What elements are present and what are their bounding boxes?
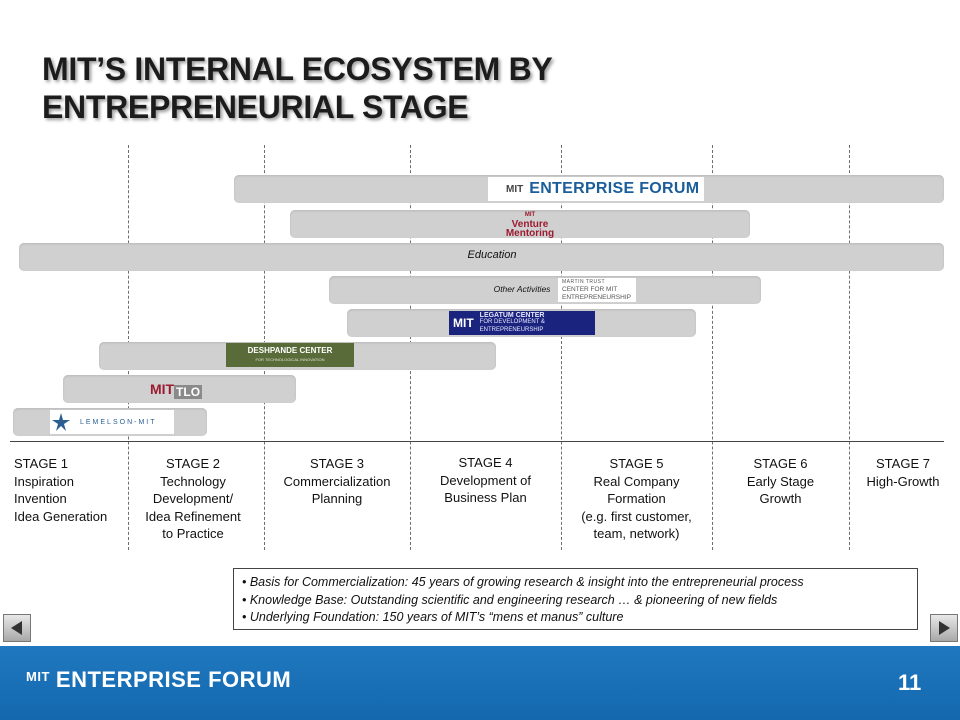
stage-4-line: Development of xyxy=(439,472,532,488)
legatum-logo: MIT LEGATUM CENTER FOR DEVELOPMENT & ENT… xyxy=(449,311,595,335)
stage-2-line: Development/ xyxy=(152,491,234,506)
footer-logo: MIT ENTERPRISE FORUM xyxy=(26,667,291,693)
stage-divider xyxy=(712,145,713,550)
stage-3-line: Planning xyxy=(311,491,363,506)
page-number: 11 xyxy=(898,670,922,695)
next-slide-button[interactable] xyxy=(930,614,958,642)
lemelson-star-icon xyxy=(50,411,72,433)
venture-mentoring-logo: MIT Venture Mentoring xyxy=(498,209,562,240)
page-title: MIT’S INTERNAL ECOSYSTEM BY ENTREPRENEUR… xyxy=(42,51,552,125)
vms-venture-text: Venture xyxy=(511,219,549,230)
footer-bar xyxy=(0,646,960,720)
martin-trust-line3: ENTREPRENEURSHIP xyxy=(562,293,631,301)
stage-1-line: Invention xyxy=(14,491,67,506)
stage-2-title: STAGE 2 xyxy=(166,456,220,471)
mit-mark: MIT xyxy=(506,183,524,195)
legatum-text: LEGATUM CENTER FOR DEVELOPMENT & ENTREPR… xyxy=(480,312,545,335)
stage-5-line: team, network) xyxy=(593,526,680,541)
stage-7-title: STAGE 7 xyxy=(876,456,930,471)
stage-3-title: STAGE 3 xyxy=(310,456,364,471)
stage-1-line: Idea Generation xyxy=(14,508,108,524)
legatum-line3: ENTREPRENEURSHIP xyxy=(479,326,544,333)
stage-3: STAGE 3 Commercialization Planning xyxy=(268,455,406,508)
enterprise-forum-text: ENTERPRISE FORUM xyxy=(529,180,700,197)
stage-1-title: STAGE 1 xyxy=(14,456,68,471)
stage-5-line: (e.g. first customer, xyxy=(581,508,692,524)
stage-2-line: to Practice xyxy=(162,526,224,541)
legatum-line1: LEGATUM CENTER xyxy=(479,311,545,319)
bullet-item: • Knowledge Base: Outstanding scientific… xyxy=(242,592,778,607)
stage-2-line: Technology xyxy=(160,473,226,489)
education-label: Education xyxy=(467,249,517,261)
triangle-left-icon xyxy=(11,621,22,635)
triangle-right-icon xyxy=(939,621,950,635)
legatum-line2: FOR DEVELOPMENT & xyxy=(479,319,545,326)
enterprise-forum-logo: MIT ENTERPRISE FORUM xyxy=(488,177,704,201)
martin-trust-logo: MARTIN TRUST CENTER FOR MIT ENTREPRENEUR… xyxy=(558,278,636,302)
bullet-item: • Basis for Commercialization: 45 years … xyxy=(242,575,804,589)
stage-4-line: Business Plan xyxy=(444,490,527,505)
other-activities-bar xyxy=(329,276,761,304)
stage-4: STAGE 4 Development of Business Plan xyxy=(414,454,557,507)
stage-1: STAGE 1 Inspiration Invention Idea Gener… xyxy=(14,455,107,525)
deshpande-logo: DESHPANDE CENTER FOR TECHNOLOGICAL INNOV… xyxy=(226,343,354,367)
stage-divider xyxy=(561,145,562,550)
lemelson-name: LEMELSON-MIT xyxy=(80,418,157,426)
stage-2-line: Idea Refinement xyxy=(145,508,241,524)
martin-trust-line1: MARTIN TRUST xyxy=(562,278,606,285)
stage-divider xyxy=(849,145,850,550)
footer-forum-name: ENTERPRISE FORUM xyxy=(55,667,292,692)
prev-slide-button[interactable] xyxy=(3,614,31,642)
stage-5: STAGE 5 Real Company Formation (e.g. fir… xyxy=(565,455,708,543)
foundation-bullets: • Basis for Commercialization: 45 years … xyxy=(233,568,918,630)
stage-axis xyxy=(10,441,944,442)
other-activities-label: Other Activities xyxy=(493,284,551,294)
stage-2: STAGE 2 Technology Development/ Idea Ref… xyxy=(132,455,254,543)
footer-mit-mark: MIT xyxy=(26,668,50,684)
martin-trust-line2: CENTER FOR MIT xyxy=(562,286,618,294)
venture-mentoring-bar xyxy=(290,210,750,238)
stage-5-line: Real Company xyxy=(593,473,680,489)
stage-7: STAGE 7 High-Growth xyxy=(853,455,953,490)
tlo-text: TLO xyxy=(174,385,203,399)
stage-4-title: STAGE 4 xyxy=(458,455,513,470)
stage-6: STAGE 6 Early Stage Growth xyxy=(716,455,845,508)
stage-3-line: Commercialization xyxy=(283,473,391,489)
deshpande-name: DESHPANDE CENTER xyxy=(247,346,333,355)
education-bar xyxy=(19,243,944,271)
tlo-logo: MIT TLO xyxy=(145,377,207,401)
legatum-mit-mark: MIT xyxy=(453,316,474,330)
vms-mit-text: MIT xyxy=(524,212,536,218)
stage-6-line: Growth xyxy=(759,491,802,506)
stage-1-line: Inspiration xyxy=(14,473,74,489)
stage-7-line: High-Growth xyxy=(866,473,940,489)
vms-mentoring-text: Mentoring xyxy=(505,228,555,239)
stage-6-line: Early Stage xyxy=(746,473,815,489)
deshpande-sub: FOR TECHNOLOGICAL INNOVATION xyxy=(255,357,325,362)
tlo-mit-text: MIT xyxy=(149,381,175,397)
stage-5-title: STAGE 5 xyxy=(609,456,664,471)
stage-5-line: Formation xyxy=(607,491,666,506)
stage-6-title: STAGE 6 xyxy=(753,456,808,471)
bullet-item: • Underlying Foundation: 150 years of MI… xyxy=(242,610,624,624)
lemelson-logo: LEMELSON-MIT xyxy=(50,410,174,434)
